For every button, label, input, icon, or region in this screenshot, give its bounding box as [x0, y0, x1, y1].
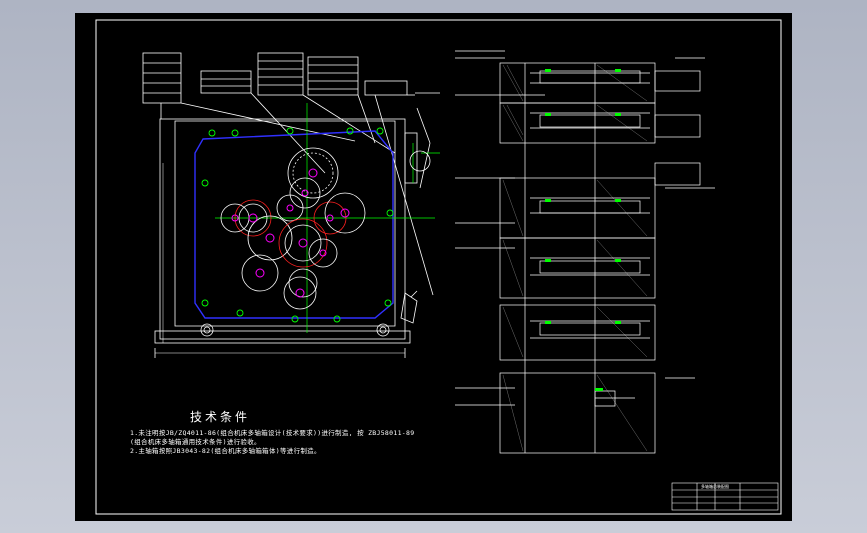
drawing-border [95, 19, 782, 515]
section-views [455, 50, 715, 454]
leader-labels-left [142, 52, 434, 296]
title-block-label: 多轴箱总装配图 [701, 484, 729, 489]
technical-requirement-line-2: (组合机床多轴箱通用技术条件)进行验收。 [130, 438, 261, 446]
magenta-markers [231, 168, 350, 298]
bolt-holes [201, 127, 394, 323]
assembly-drawing [95, 19, 782, 515]
front-view [142, 52, 440, 358]
blue-outline [194, 130, 394, 319]
section-hatching [502, 64, 648, 452]
mount-holes [200, 150, 431, 337]
gear-circles [220, 147, 366, 310]
cad-viewport[interactable]: 技术条件 1.未注明按JB/ZQ4011-86(组合机床多轴箱设计(技术要求))… [75, 13, 792, 521]
housing-outline [159, 118, 406, 340]
technical-requirements-title: 技术条件 [190, 410, 251, 424]
technical-requirement-line-1: 1.未注明按JB/ZQ4011-86(组合机床多轴箱设计(技术要求))进行制造,… [130, 429, 415, 437]
title-block [671, 482, 779, 511]
technical-requirement-line-3: 2.主轴箱按照JB3043-82(组合机床多轴箱箱体)等进行制造。 [130, 447, 321, 455]
centerlines [215, 103, 440, 333]
green-seals [545, 69, 621, 391]
